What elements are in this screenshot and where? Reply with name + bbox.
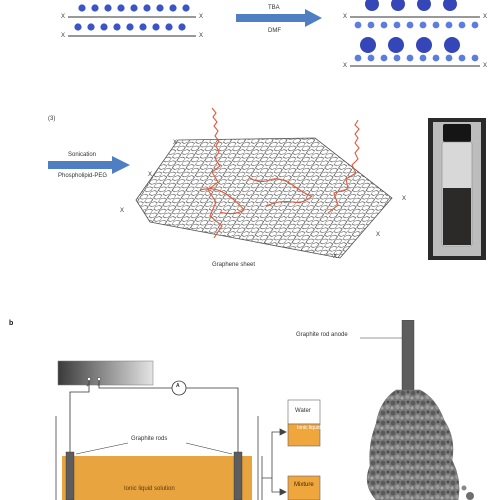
mixture-label: Mixture xyxy=(294,482,314,488)
flake-fragment xyxy=(466,492,474,500)
electrochemical-exfoliation-setup xyxy=(55,320,474,500)
left-intercalant-row-1 xyxy=(78,4,190,12)
layer-marker: X xyxy=(61,14,66,20)
intercalation-diagram xyxy=(68,0,480,67)
panel-b-label: b xyxy=(9,320,14,327)
power-supply xyxy=(57,360,154,386)
phase-vial-ionic-liquid xyxy=(287,423,321,447)
mixture-vial xyxy=(287,475,321,500)
layer-marker: X xyxy=(483,63,488,69)
exfoliated-graphene-flakes xyxy=(366,389,460,500)
sonication-label: Sonication xyxy=(68,152,97,158)
graphite-rod-right xyxy=(233,451,243,500)
graphene-dispersion-vial xyxy=(428,118,486,260)
circuit-wires xyxy=(69,381,239,452)
edge-marker: X xyxy=(120,208,125,214)
power-terminal-positive xyxy=(87,377,91,381)
layer-marker: X xyxy=(61,33,66,39)
process-arrow xyxy=(236,9,322,27)
negative-sign: − xyxy=(97,383,100,389)
right-small-intercalants xyxy=(354,21,479,62)
ionic-liquid-label: Ionic liquid xyxy=(297,425,321,431)
anode-label: Graphite rod anode xyxy=(296,332,348,338)
layer-marker: X xyxy=(199,33,204,39)
ammeter-symbol: A xyxy=(176,383,180,389)
water-label: Water xyxy=(295,408,311,414)
layer-marker: X xyxy=(199,14,204,20)
ammeter xyxy=(171,380,187,396)
beaker-wall xyxy=(55,416,259,500)
step-label: (3) xyxy=(48,116,56,122)
edge-marker: X xyxy=(148,172,153,178)
arrow-label-top: TBA xyxy=(268,5,280,11)
electrolyte-bath xyxy=(62,456,252,500)
arrow-label-bottom: DMF xyxy=(268,28,281,34)
layer-marker: X xyxy=(343,63,348,69)
graphite-rod-left xyxy=(65,451,75,500)
graphene-sheet xyxy=(135,137,393,259)
right-graphite-layers xyxy=(350,16,480,67)
edge-marker: X xyxy=(376,232,381,238)
edge-marker: X xyxy=(402,196,407,202)
edge-marker: X xyxy=(173,140,178,146)
phospholipid-peg-label: Phospholipid-PEG xyxy=(58,173,108,179)
sonication-arrow xyxy=(48,156,130,174)
power-terminal-negative xyxy=(97,377,101,381)
edge-marker: X xyxy=(333,254,338,260)
left-intercalant-row-2 xyxy=(74,23,186,31)
graphene-sheet-label: Graphene sheet xyxy=(212,262,256,268)
rod-pointer-lines xyxy=(75,442,233,455)
graphene-dispersion-diagram xyxy=(48,107,486,260)
flake-fragment xyxy=(461,485,467,491)
phospholipid-peg-strands xyxy=(199,107,360,239)
left-graphite-layers xyxy=(68,16,196,37)
positive-sign: + xyxy=(86,383,89,389)
graphite-rods-label: Graphite rods xyxy=(131,436,168,442)
layer-marker: X xyxy=(483,14,488,20)
phase-vial-water xyxy=(287,399,321,425)
layer-marker: X xyxy=(343,14,348,20)
ionic-liquid-solution-label: Ionic liquid solution xyxy=(124,486,175,492)
right-large-intercalants xyxy=(360,0,460,53)
bracket-arrows xyxy=(261,428,287,500)
